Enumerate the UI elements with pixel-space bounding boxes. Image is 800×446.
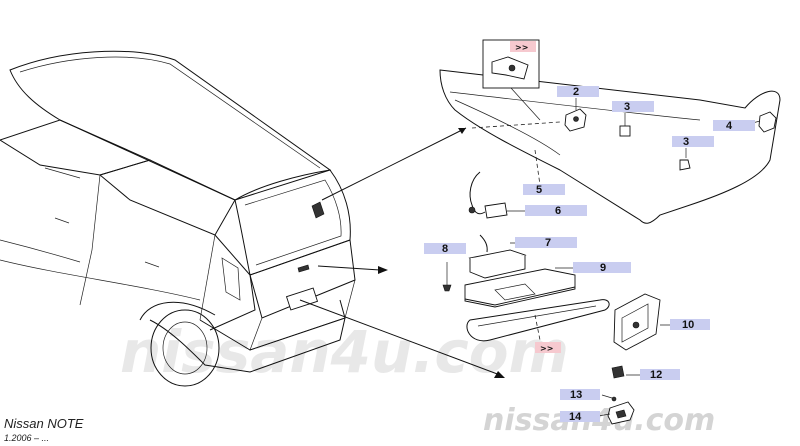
svg-text:3: 3 xyxy=(624,101,630,113)
svg-text:8: 8 xyxy=(442,243,448,255)
car-body-drawing xyxy=(0,50,356,387)
callout-3b[interactable]: 3 xyxy=(672,136,714,148)
leader-lines xyxy=(299,127,505,378)
callout-8[interactable]: 8 xyxy=(424,243,466,255)
part-13-14-drawing xyxy=(591,394,635,425)
part-7-9-assembly-drawing xyxy=(442,234,576,308)
part-3-drawing xyxy=(619,113,691,171)
part-6-drawing xyxy=(468,171,525,219)
svg-text:4: 4 xyxy=(726,120,733,132)
callout-9[interactable]: 9 xyxy=(573,262,631,274)
callout-4[interactable]: 4 xyxy=(713,120,755,132)
svg-text:2: 2 xyxy=(573,86,579,98)
svg-text:7: 7 xyxy=(545,237,551,249)
svg-text:10: 10 xyxy=(682,319,694,331)
part-10-drawing xyxy=(613,293,680,351)
watermark-center: nissan4u.com xyxy=(120,318,569,386)
callout-2[interactable]: 2 xyxy=(557,86,599,98)
callout-13[interactable]: 13 xyxy=(560,389,600,401)
callout-5[interactable]: 5 xyxy=(523,184,565,196)
svg-text:9: 9 xyxy=(600,262,606,274)
svg-text:3: 3 xyxy=(683,136,689,148)
svg-text:12: 12 xyxy=(650,369,662,381)
model-name: Nissan NOTE xyxy=(4,416,84,431)
svg-text:14: 14 xyxy=(569,411,582,423)
callout-7[interactable]: 7 xyxy=(515,237,577,249)
callout-10[interactable]: 10 xyxy=(670,319,710,331)
svg-text:6: 6 xyxy=(555,205,561,217)
handle-finisher-drawing: >> xyxy=(466,299,610,353)
more-link-top[interactable]: >> xyxy=(515,43,528,52)
inset-detail-box: >> xyxy=(482,39,541,121)
more-link-bottom[interactable]: >> xyxy=(540,344,553,353)
callout-12[interactable]: 12 xyxy=(640,369,680,381)
callout-6[interactable]: 6 xyxy=(525,205,587,217)
model-date: 1.2006 – ... xyxy=(4,433,49,443)
callout-14[interactable]: 14 xyxy=(560,411,600,423)
svg-text:5: 5 xyxy=(536,184,542,196)
svg-text:13: 13 xyxy=(570,389,582,401)
part-2-drawing xyxy=(564,98,587,132)
tailgate-finisher-part xyxy=(439,69,781,224)
callout-3a[interactable]: 3 xyxy=(612,101,654,113)
